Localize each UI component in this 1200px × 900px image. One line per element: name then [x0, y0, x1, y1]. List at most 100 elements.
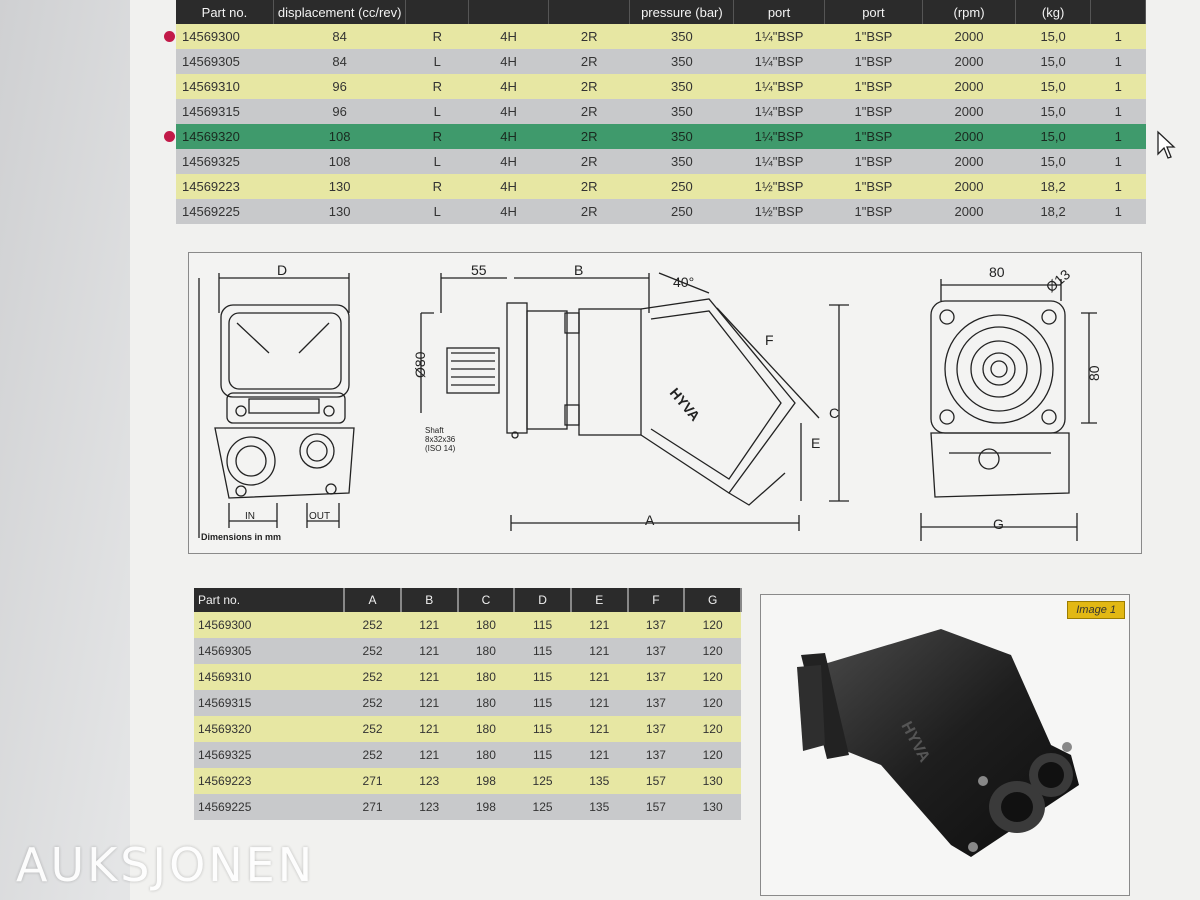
spec-cell-p2: 1"BSP [824, 174, 923, 199]
watermark-logo: AUKSJONEN [16, 838, 316, 892]
spec-col-header: pressure (bar) [629, 0, 735, 24]
spec-cell-p1: 1½"BSP [733, 199, 825, 224]
dim-col-header: Part no. [194, 588, 346, 612]
spec-cell-rpm: 2000 [922, 24, 1016, 49]
mouse-cursor-icon [1157, 130, 1176, 159]
dim-cell: 115 [514, 612, 571, 638]
dim-cell: 198 [457, 794, 515, 820]
spec-cell-rot: R [405, 24, 469, 49]
spec-cell-part: 14569300 [176, 24, 274, 49]
dim-cell: 120 [684, 638, 741, 664]
spec-cell-a: 4H [468, 24, 549, 49]
shaft-label-1: Shaft [425, 426, 444, 435]
spec-cell-b: 2R [548, 24, 630, 49]
spec-cell-rot: L [405, 149, 469, 174]
dim-cell: 121 [570, 612, 628, 638]
spec-cell-p2: 1"BSP [824, 24, 923, 49]
label-dia13: Ø13 [1043, 266, 1074, 295]
spec-cell-disp: 84 [273, 49, 406, 74]
dim-cell: 14569223 [194, 768, 345, 794]
dim-cell: 14569310 [194, 664, 345, 690]
spec-col-header [468, 0, 549, 24]
spec-cell-q: 1 [1090, 49, 1146, 74]
spec-cell-kg: 15,0 [1015, 74, 1091, 99]
spec-cell-rot: R [405, 124, 469, 149]
spec-cell-q: 1 [1090, 174, 1146, 199]
spec-cell-q: 1 [1090, 124, 1146, 149]
spec-col-header [405, 0, 470, 24]
label-D: D [277, 262, 287, 278]
dim-col-header: E [570, 588, 629, 612]
dim-col-header: D [514, 588, 572, 612]
pump-side-view [420, 272, 849, 531]
dim-cell: 121 [570, 664, 628, 690]
dim-cell: 157 [627, 794, 685, 820]
spec-cell-p1: 1¼"BSP [733, 99, 825, 124]
technical-drawing: D 55 B 40° F C E A Ø80 Shaft 8x32x36 (IS… [188, 252, 1142, 554]
label-angle: 40° [673, 274, 694, 290]
spec-cell-a: 4H [468, 149, 549, 174]
spec-cell-q: 1 [1090, 199, 1146, 224]
dim-cell: 180 [457, 664, 515, 690]
spec-table: Part no.displacement (cc/rev)pressure (b… [176, 0, 1146, 224]
dim-cell: 121 [570, 742, 628, 768]
dim-col-header: F [627, 588, 686, 612]
label-C: C [829, 405, 839, 421]
dim-cell: 120 [684, 690, 741, 716]
spec-cell-disp: 96 [273, 74, 406, 99]
spec-cell-b: 2R [548, 149, 630, 174]
dim-cell: 121 [400, 742, 458, 768]
spec-cell-kg: 15,0 [1015, 99, 1091, 124]
spec-cell-press: 350 [629, 124, 734, 149]
spec-cell-p2: 1"BSP [824, 124, 923, 149]
spec-cell-p2: 1"BSP [824, 49, 923, 74]
dim-cell: 14569325 [194, 742, 345, 768]
spec-cell-kg: 18,2 [1015, 174, 1091, 199]
dim-cell: 121 [570, 638, 628, 664]
spec-cell-q: 1 [1090, 24, 1146, 49]
spec-cell-a: 4H [468, 124, 549, 149]
dim-cell: 271 [344, 794, 401, 820]
spec-cell-part: 14569310 [176, 74, 274, 99]
dim-col-header: A [344, 588, 402, 612]
spec-cell-b: 2R [548, 199, 630, 224]
spec-cell-b: 2R [548, 74, 630, 99]
spec-col-header: (kg) [1015, 0, 1092, 24]
dim-cell: 135 [570, 768, 628, 794]
spec-col-header: port [733, 0, 825, 24]
label-55: 55 [471, 262, 487, 278]
label-80: 80 [989, 264, 1005, 280]
label-dia80: Ø80 [412, 351, 428, 378]
spec-cell-a: 4H [468, 174, 549, 199]
label-F: F [765, 332, 774, 348]
dim-cell: 115 [514, 742, 571, 768]
dim-cell: 115 [514, 690, 571, 716]
dim-col-header: C [457, 588, 516, 612]
label-A: A [645, 512, 655, 528]
spec-col-header: port [824, 0, 924, 24]
dim-cell: 180 [457, 742, 515, 768]
dim-cell: 121 [570, 716, 628, 742]
spec-cell-kg: 15,0 [1015, 149, 1091, 174]
spec-cell-press: 350 [629, 74, 734, 99]
label-80-vertical: 80 [1086, 365, 1102, 381]
spec-cell-p1: 1¼"BSP [733, 149, 825, 174]
dim-cell: 180 [457, 612, 515, 638]
dim-cell: 252 [344, 742, 401, 768]
dim-cell: 180 [457, 638, 515, 664]
spec-cell-b: 2R [548, 174, 630, 199]
dim-cell: 137 [627, 742, 685, 768]
spec-cell-p2: 1"BSP [824, 74, 923, 99]
spec-col-header: (rpm) [922, 0, 1016, 24]
spec-cell-part: 14569325 [176, 149, 274, 174]
spec-cell-b: 2R [548, 99, 630, 124]
label-G: G [993, 516, 1004, 532]
label-in: IN [245, 511, 255, 522]
dim-cell: 120 [684, 612, 741, 638]
